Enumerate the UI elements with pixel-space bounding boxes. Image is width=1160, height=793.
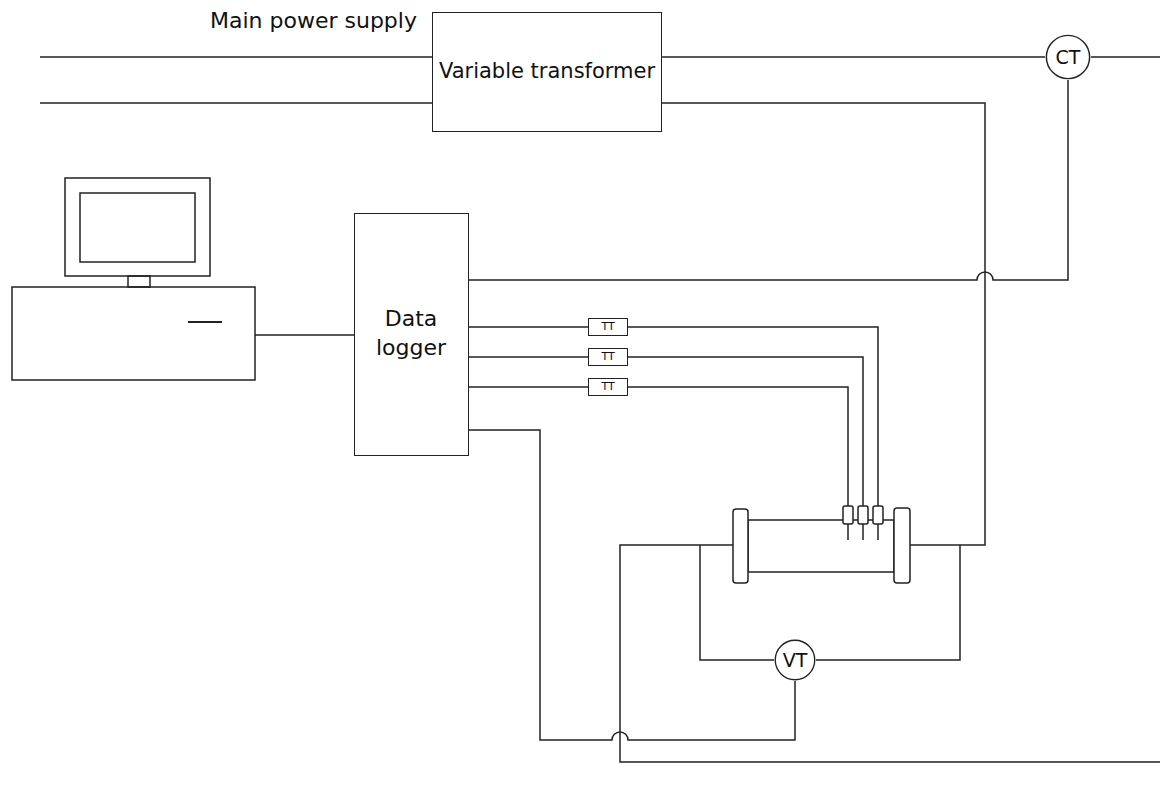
node-label: VT — [783, 648, 808, 673]
signal-wire — [469, 356, 589, 358]
node-label: Variable transformer — [439, 58, 655, 85]
sensor-wire — [628, 357, 863, 506]
node-label: Data logger — [361, 305, 462, 362]
temperature-transmitter: TT — [588, 378, 628, 396]
sensor-wire — [628, 387, 848, 506]
return-wire — [620, 545, 1160, 762]
sensor-wire — [628, 327, 878, 506]
current-transducer: CT — [1045, 34, 1091, 80]
computer-symbol — [12, 178, 255, 380]
power-wire — [1091, 56, 1160, 58]
node-label: TT — [601, 380, 614, 394]
temperature-transmitter: TT — [588, 348, 628, 366]
voltage-transducer: VT — [774, 639, 816, 681]
signal-wire — [469, 430, 796, 740]
transformer-box: Variable transformer — [432, 12, 662, 132]
signal-wire — [662, 56, 1045, 58]
supply-label: Main power supply — [210, 8, 417, 33]
signal-wire — [469, 326, 589, 328]
power-wire — [540, 103, 985, 545]
computer-wire — [255, 334, 355, 336]
temperature-transmitter: TT — [588, 318, 628, 336]
data-logger-box: Data logger — [354, 213, 469, 456]
test-cell — [733, 506, 910, 583]
node-label: TT — [601, 350, 614, 364]
signal-wire — [469, 386, 589, 388]
node-label: CT — [1056, 45, 1081, 70]
node-label: TT — [601, 320, 614, 334]
